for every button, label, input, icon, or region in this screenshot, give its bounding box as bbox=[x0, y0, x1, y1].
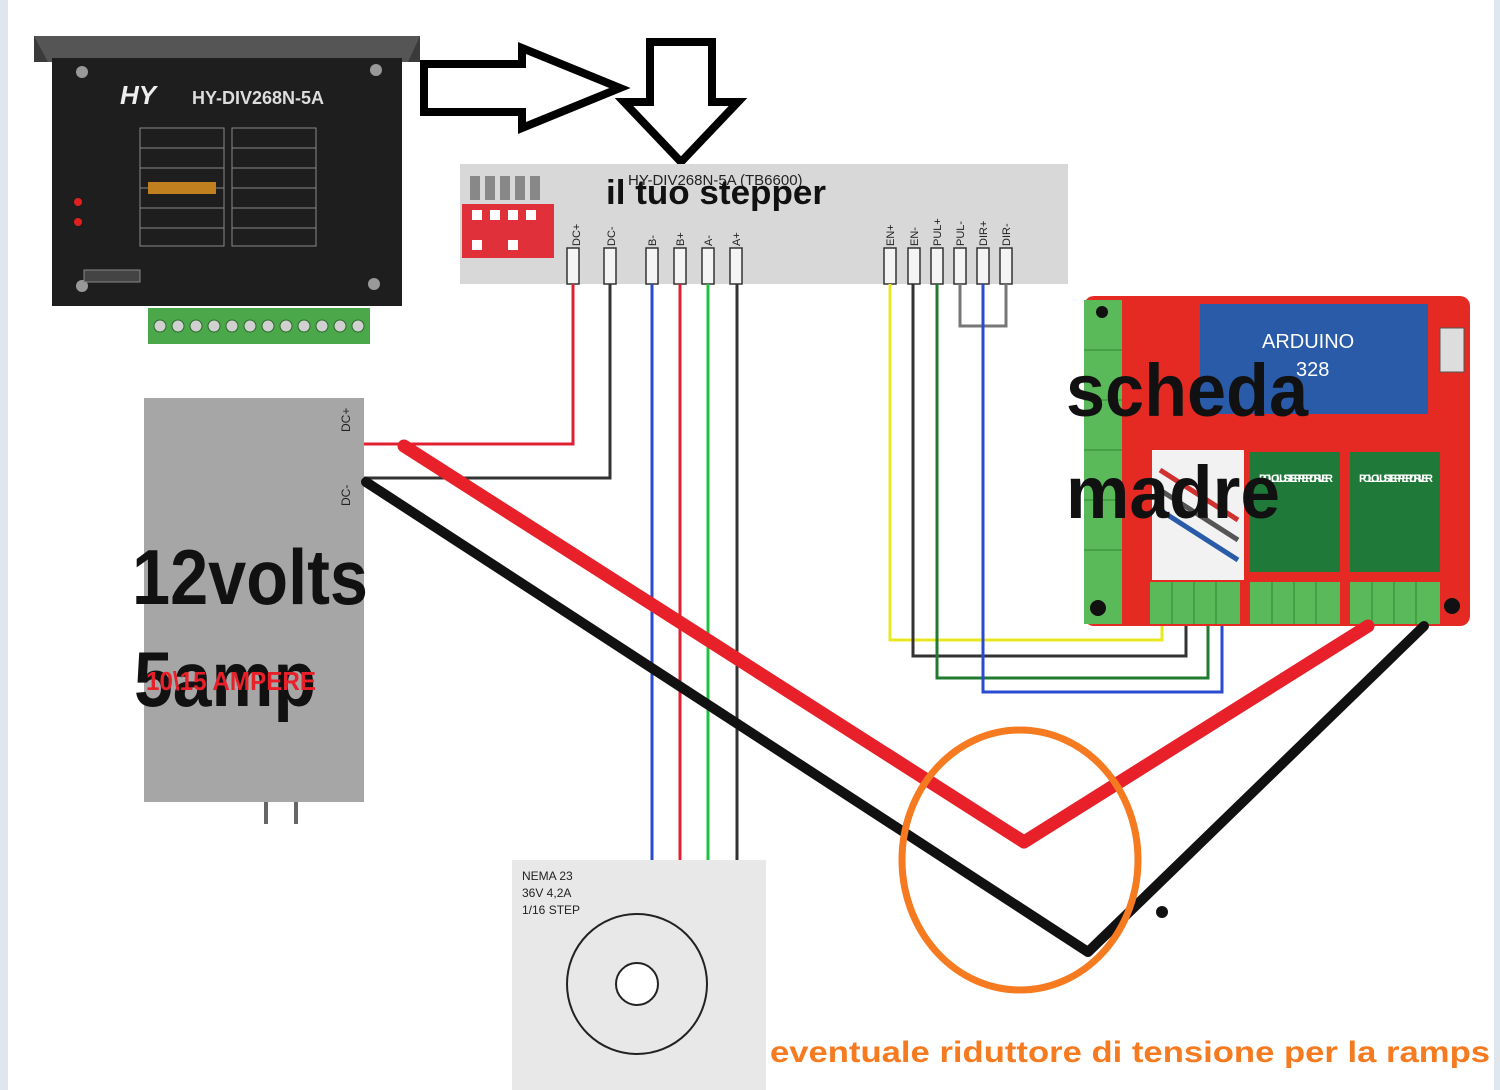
stepper-annotation: il tuo stepper bbox=[606, 174, 826, 212]
driver-diagram: HY-DIV268N-5A (TB6600) DC+ DC- B- B+ A- … bbox=[460, 164, 1068, 285]
pin-label-motor-3: A- bbox=[703, 235, 715, 246]
madre-annotation: madre bbox=[1066, 451, 1280, 534]
wire-dot bbox=[1156, 906, 1168, 918]
psu-pin-dc-plus: DC+ bbox=[339, 408, 353, 432]
motor-label-3: 1/16 STEP bbox=[522, 903, 580, 917]
left-frame-border bbox=[0, 0, 8, 1090]
pin-label-power-2: DC- bbox=[606, 226, 618, 246]
thick-wires bbox=[361, 439, 1429, 957]
pololu-label-2: POLOLU STEPPER DRIVER bbox=[1359, 473, 1433, 485]
driver-photo-brand: HY bbox=[120, 80, 159, 110]
right-frame-border bbox=[1494, 0, 1500, 1090]
pin-label-motor-2: B+ bbox=[675, 232, 687, 246]
driver-photo: HY HY-DIV268N-5A bbox=[34, 36, 420, 344]
scheda-annotation: scheda bbox=[1066, 349, 1309, 432]
thin-wires bbox=[364, 284, 1224, 860]
arduino-label-1: ARDUINO bbox=[1262, 331, 1354, 353]
driver-photo-model: HY-DIV268N-5A bbox=[192, 88, 324, 108]
reducer-circle bbox=[898, 726, 1142, 994]
pin-label-signal-4: PUL- bbox=[955, 221, 967, 246]
pin-label-power-1: DC+ bbox=[571, 224, 583, 246]
pololu-label-1: POLOLU STEPPER DRIVER bbox=[1259, 473, 1333, 485]
stepper-motor: NEMA 23 36V 4,2A 1/16 STEP bbox=[512, 860, 766, 1090]
pin-label-signal-1: EN+ bbox=[885, 224, 897, 246]
arduino-label-2: 328 bbox=[1296, 359, 1329, 381]
motor-label-1: NEMA 23 bbox=[522, 869, 573, 883]
driver-diagram-title: HY-DIV268N-5A (TB6600) bbox=[628, 172, 803, 189]
reducer-annotation: eventuale riduttore di tensione per la r… bbox=[770, 1036, 1490, 1069]
pin-label-motor-4: A+ bbox=[731, 232, 743, 246]
motor-label-2: 36V 4,2A bbox=[522, 886, 571, 900]
amp-annotation: 5amp bbox=[134, 635, 316, 723]
right-arrow bbox=[420, 42, 631, 134]
pin-label-signal-5: DIR+ bbox=[978, 221, 990, 246]
ampere-annotation: 10\15 AMPERE bbox=[146, 666, 316, 696]
psu-pin-dc-minus: DC- bbox=[339, 485, 353, 506]
pin-label-signal-6: DIR- bbox=[1001, 223, 1013, 246]
pin-label-signal-2: EN- bbox=[909, 227, 921, 246]
ramps-board: ARDUINO 328 POLOLU STEPPER DRIVER POLOLU… bbox=[1084, 296, 1470, 626]
pin-label-signal-3: PUL+ bbox=[932, 218, 944, 246]
power-supply: DC+ DC- bbox=[144, 398, 364, 824]
volts-annotation: 12volts bbox=[132, 533, 368, 621]
down-arrow bbox=[614, 38, 748, 168]
pin-label-motor-1: B- bbox=[647, 235, 659, 246]
